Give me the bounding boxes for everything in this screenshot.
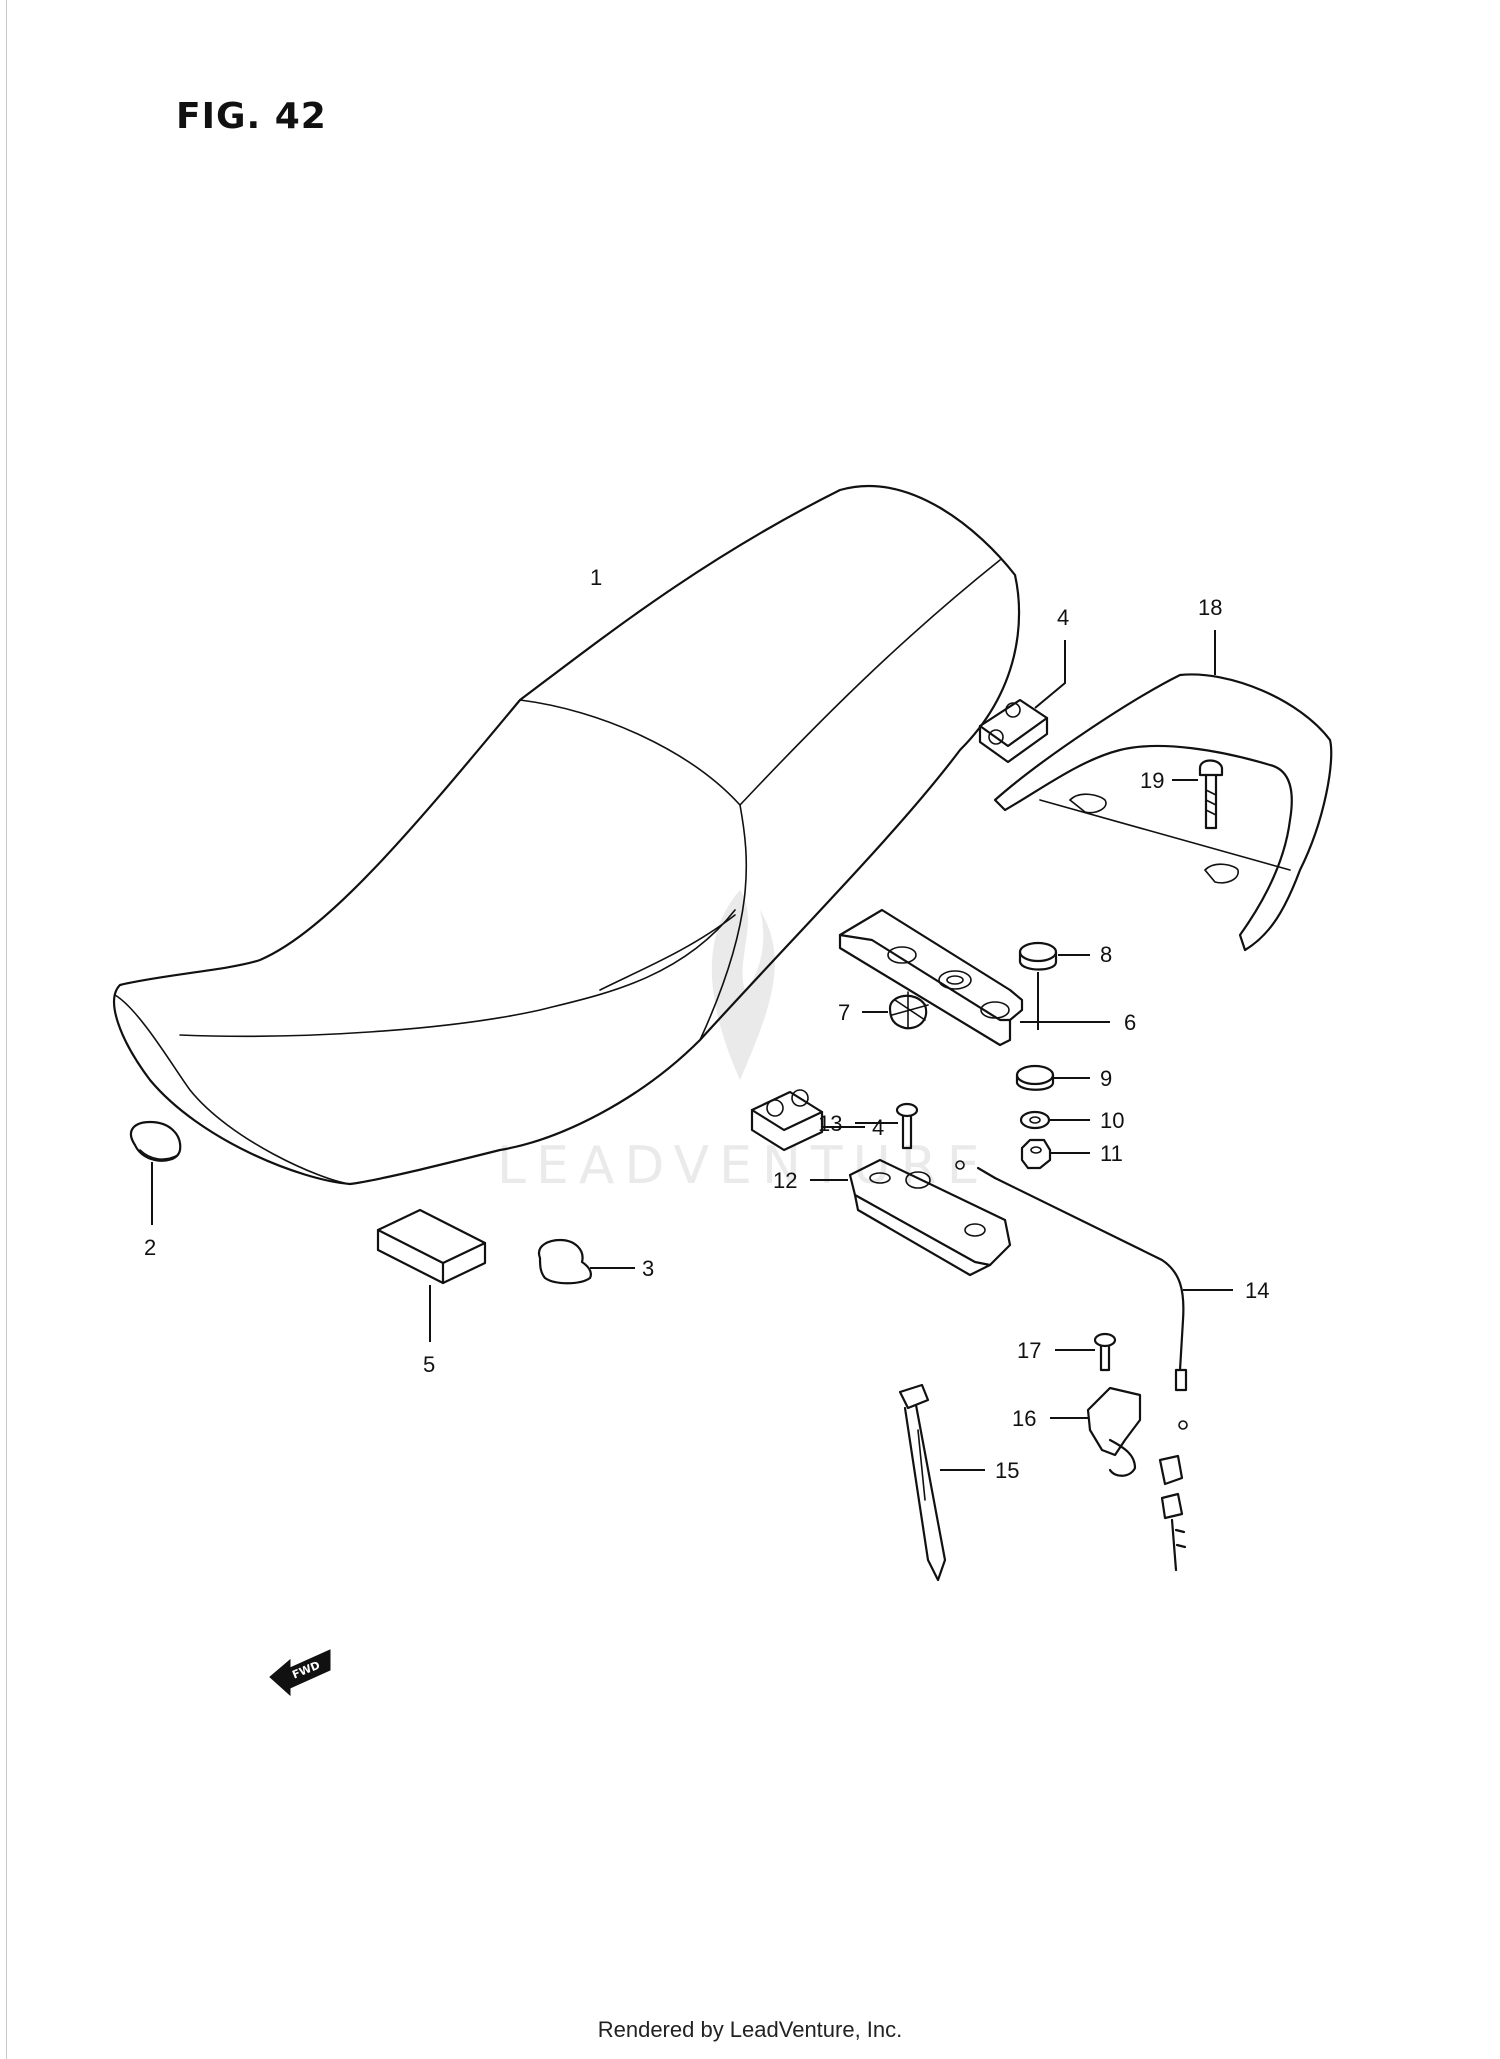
callout-18: 18 — [1198, 595, 1222, 620]
callout-17: 17 — [1017, 1338, 1041, 1363]
callout-1: 1 — [590, 565, 602, 590]
cushion-part-2 — [129, 1120, 182, 1225]
callout-5: 5 — [423, 1352, 435, 1377]
cable-part-14 — [955, 1160, 1233, 1430]
washer-part-10 — [1019, 1110, 1090, 1130]
cushion-part-3 — [537, 1238, 635, 1285]
grommet-part-8 — [1018, 941, 1090, 1030]
watermark-logo: LEADVENTURE — [497, 890, 990, 1196]
pad-part-5 — [376, 1208, 487, 1342]
callout-3: 3 — [642, 1256, 654, 1281]
watermark-text: LEADVENTURE — [497, 1136, 990, 1196]
fwd-direction-arrow: FWD — [269, 1649, 331, 1697]
screw-part-17 — [1055, 1332, 1117, 1372]
callout-19: 19 — [1140, 768, 1164, 793]
bolt-part-19 — [1172, 759, 1224, 830]
callout-8: 8 — [1100, 942, 1112, 967]
lock-base-part-12 — [810, 1158, 1012, 1277]
footer-credit: Rendered by LeadVenture, Inc. — [597, 2017, 903, 2042]
bumper-part-4-upper — [978, 640, 1066, 764]
callout-6: 6 — [1124, 1010, 1136, 1035]
cushion-part-9 — [1015, 1064, 1090, 1091]
seat-lock-part-16 — [1050, 1386, 1187, 1572]
callout-9: 9 — [1100, 1066, 1112, 1091]
grab-rail-part-18 — [993, 630, 1333, 952]
callout-16: 16 — [1012, 1406, 1036, 1431]
callout-4-lower: 4 — [872, 1115, 884, 1140]
figure-title: FIG. 42 — [176, 96, 327, 137]
lock-part-7 — [862, 991, 929, 1030]
callout-10: 10 — [1100, 1108, 1124, 1133]
callout-15: 15 — [995, 1458, 1019, 1483]
callout-11: 11 — [1100, 1141, 1123, 1166]
callout-14: 14 — [1245, 1278, 1269, 1303]
callout-labels: 1 2 3 4 4 5 6 7 8 9 10 11 12 13 14 15 16… — [144, 565, 1269, 1483]
bracket-part-6 — [838, 908, 1110, 1047]
callout-13: 13 — [818, 1111, 842, 1136]
callout-4-upper: 4 — [1057, 605, 1069, 630]
seat-part — [113, 484, 1021, 1186]
callout-12: 12 — [773, 1168, 797, 1193]
callout-7: 7 — [838, 1000, 850, 1025]
screw-part-13 — [855, 1102, 919, 1150]
page-margin-line — [6, 0, 7, 2059]
callout-2: 2 — [144, 1235, 156, 1260]
cable-tie-part-15 — [898, 1383, 985, 1582]
nut-part-11 — [1020, 1138, 1090, 1170]
bumper-part-4-lower — [750, 1089, 865, 1152]
